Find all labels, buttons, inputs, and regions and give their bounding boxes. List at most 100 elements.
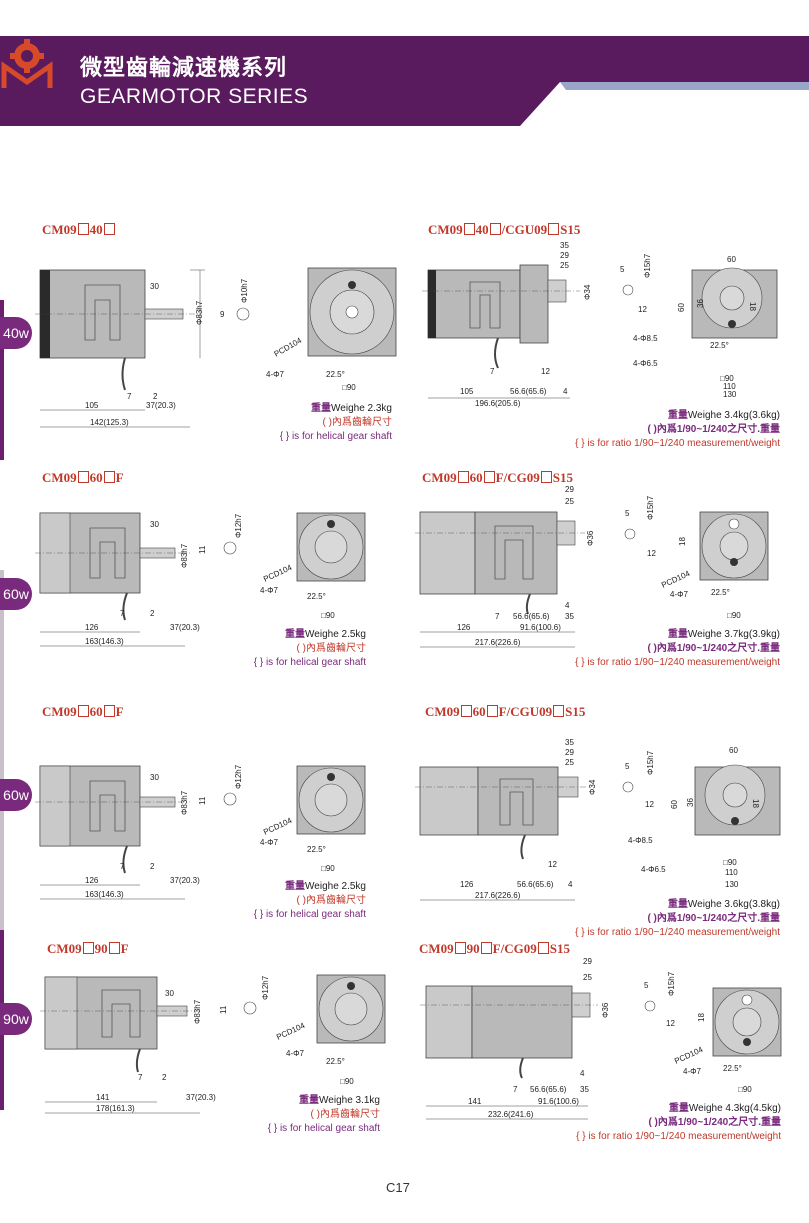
watt-tab-40: 40w xyxy=(0,317,32,349)
dim-label: 36 xyxy=(696,299,705,308)
dim-label: 232.6(241.6) xyxy=(488,1110,534,1119)
dim-label: Φ10h7 xyxy=(240,278,249,303)
dim-label: 22.5° xyxy=(326,370,345,379)
dim-label: 4-Φ6.5 xyxy=(641,865,666,874)
header-title-cn: 微型齒輪減速機系列 xyxy=(80,56,288,81)
gearmotor-drawing-right: 35 29 25 Φ34 12 126 56.6(65.6) 4 217.6(2… xyxy=(415,737,795,912)
dim-label: PCD104 xyxy=(273,336,304,359)
dim-label: PCD104 xyxy=(275,1021,307,1042)
dim-label: 25 xyxy=(560,261,569,270)
spec-note: 重量Weighe 2.5kg ( )內爲齒輪尺寸 { } is for heli… xyxy=(253,629,366,668)
gearmotor-drawing-right: 29 25 Φ36 7 56.6(65.6) 4 35 126 91.6(100… xyxy=(415,484,795,654)
dim-label: 25 xyxy=(565,497,574,506)
dim-label: 4-Φ7 xyxy=(266,370,284,379)
dim-label: 196.6(205.6) xyxy=(475,399,521,408)
dim-label: 18 xyxy=(751,799,760,808)
dim-label: Φ15h7 xyxy=(646,495,655,520)
dim-label: 22.5° xyxy=(307,592,326,601)
spec-note: 重量Weighe 2.5kg ( )內爲齒輪尺寸 { } is for heli… xyxy=(253,881,366,920)
dim-label: 4-Φ7 xyxy=(286,1049,304,1058)
dim-label: 30 xyxy=(165,989,174,998)
dim-label: 110 xyxy=(723,382,736,391)
spec-note: 重量Weighe 3.4kg(3.6kg) ( )內爲1/90~1/240之尺寸… xyxy=(575,410,780,449)
dim-label: □90 xyxy=(720,374,734,383)
dim-label: Φ12h7 xyxy=(234,764,243,789)
watt-tab-60: 60w xyxy=(0,578,32,610)
dim-label: 60 xyxy=(727,255,736,264)
dim-label: 37(20.3) xyxy=(170,623,200,632)
dim-label: PCD104 xyxy=(262,816,294,837)
spec-note: 重量Weighe 4.3kg(4.5kg) ( )內爲1/90~1/240之尺寸… xyxy=(576,1103,781,1142)
dim-label: 126 xyxy=(85,876,99,885)
dim-label: □90 xyxy=(340,1077,354,1086)
dim-label: 126 xyxy=(85,623,99,632)
dim-label: 30 xyxy=(150,520,159,529)
dim-label: 29 xyxy=(560,251,569,260)
dim-label: 35 xyxy=(565,612,574,621)
dim-label: 4-Φ6.5 xyxy=(633,359,658,368)
spec-note: 重量Weighe 3.6kg(3.8kg) ( )內爲1/90~1/240之尺寸… xyxy=(575,899,780,938)
dim-label: 105 xyxy=(85,401,99,410)
dim-label: □90 xyxy=(727,611,741,620)
dim-label: 4 xyxy=(565,601,570,610)
dim-label: 7 xyxy=(120,609,125,618)
dim-label: 142(125.3) xyxy=(90,418,129,427)
dim-label: □90 xyxy=(723,858,737,867)
dim-label: 130 xyxy=(725,880,739,889)
dim-label: 12 xyxy=(666,1019,675,1028)
dim-label: 5 xyxy=(625,762,630,771)
spec-note: 重量Weighe 3.7kg(3.9kg) ( )內爲1/90~1/240之尺寸… xyxy=(575,629,780,668)
motor-drawing-left: 30 Φ83h7 7 2 126 37(20.3) 163(146.3) 11 … xyxy=(35,763,405,913)
gearmotor-drawing-right: 29 25 Φ36 4 7 56.6(65.6) 35 141 91.6(100… xyxy=(418,956,798,1131)
motor-drawing-left: 30 Φ83h7 7 2 105 37(20.3) 142(125.3) 9 Φ… xyxy=(30,265,410,435)
dim-label: 25 xyxy=(583,973,592,982)
dim-label: Φ15h7 xyxy=(646,750,655,775)
header-banner xyxy=(0,36,809,126)
dim-label: 163(146.3) xyxy=(85,637,124,646)
spec-note: 重量Weighe 3.1kg ( )內爲齒輪尺寸 { } is for heli… xyxy=(267,1095,380,1134)
page-number: C17 xyxy=(386,1180,410,1195)
dim-label: Φ34 xyxy=(583,284,592,300)
dim-label: 4-Φ7 xyxy=(260,838,278,847)
dim-label: Φ12h7 xyxy=(261,975,270,1000)
dim-label: 91.6(100.6) xyxy=(520,623,561,632)
dim-label: Φ83h7 xyxy=(180,543,189,568)
dim-label: 18 xyxy=(697,1013,706,1022)
dim-label: 105 xyxy=(460,387,474,396)
dim-label: □90 xyxy=(342,383,356,392)
dim-label: 7 xyxy=(138,1073,143,1082)
dim-label: 11 xyxy=(219,1005,228,1014)
watt-tab-60: 60w xyxy=(0,779,32,811)
spec-note: 重量Weighe 2.3kg ( )內爲齒輪尺寸 { } is for heli… xyxy=(279,403,392,442)
dim-label: 4-Φ7 xyxy=(683,1067,701,1076)
dim-label: 4-Φ7 xyxy=(670,590,688,599)
dim-label: 60 xyxy=(677,303,686,312)
dim-label: 56.6(65.6) xyxy=(517,880,554,889)
dim-label: 56.6(65.6) xyxy=(510,387,547,396)
dim-label: 5 xyxy=(620,265,625,274)
dim-label: 178(161.3) xyxy=(96,1104,135,1113)
dim-label: Φ36 xyxy=(601,1002,610,1018)
dim-label: 22.5° xyxy=(723,1064,742,1073)
dim-label: 37(20.3) xyxy=(186,1093,216,1102)
dim-label: 56.6(65.6) xyxy=(513,612,550,621)
dim-label: 22.5° xyxy=(326,1057,345,1066)
dim-label: 5 xyxy=(625,509,630,518)
dim-label: Φ15h7 xyxy=(667,971,676,996)
dim-label: 25 xyxy=(565,758,574,767)
dim-label: 4-Φ8.5 xyxy=(633,334,658,343)
dim-label: 12 xyxy=(638,305,647,314)
dim-label: 11 xyxy=(198,545,207,554)
dim-label: 7 xyxy=(490,367,495,376)
dim-label: 2 xyxy=(162,1073,167,1082)
dim-label: PCD104 xyxy=(673,1045,705,1066)
dim-label: PCD104 xyxy=(262,563,294,584)
dim-label: 56.6(65.6) xyxy=(530,1085,567,1094)
gearmotor-drawing-right: 35 29 25 Φ34 7 12 105 56.6(65.6) 4 196.6… xyxy=(420,240,800,410)
dim-label: 110 xyxy=(725,868,738,877)
dim-label: 4 xyxy=(568,880,573,889)
dim-label: 91.6(100.6) xyxy=(538,1097,579,1106)
